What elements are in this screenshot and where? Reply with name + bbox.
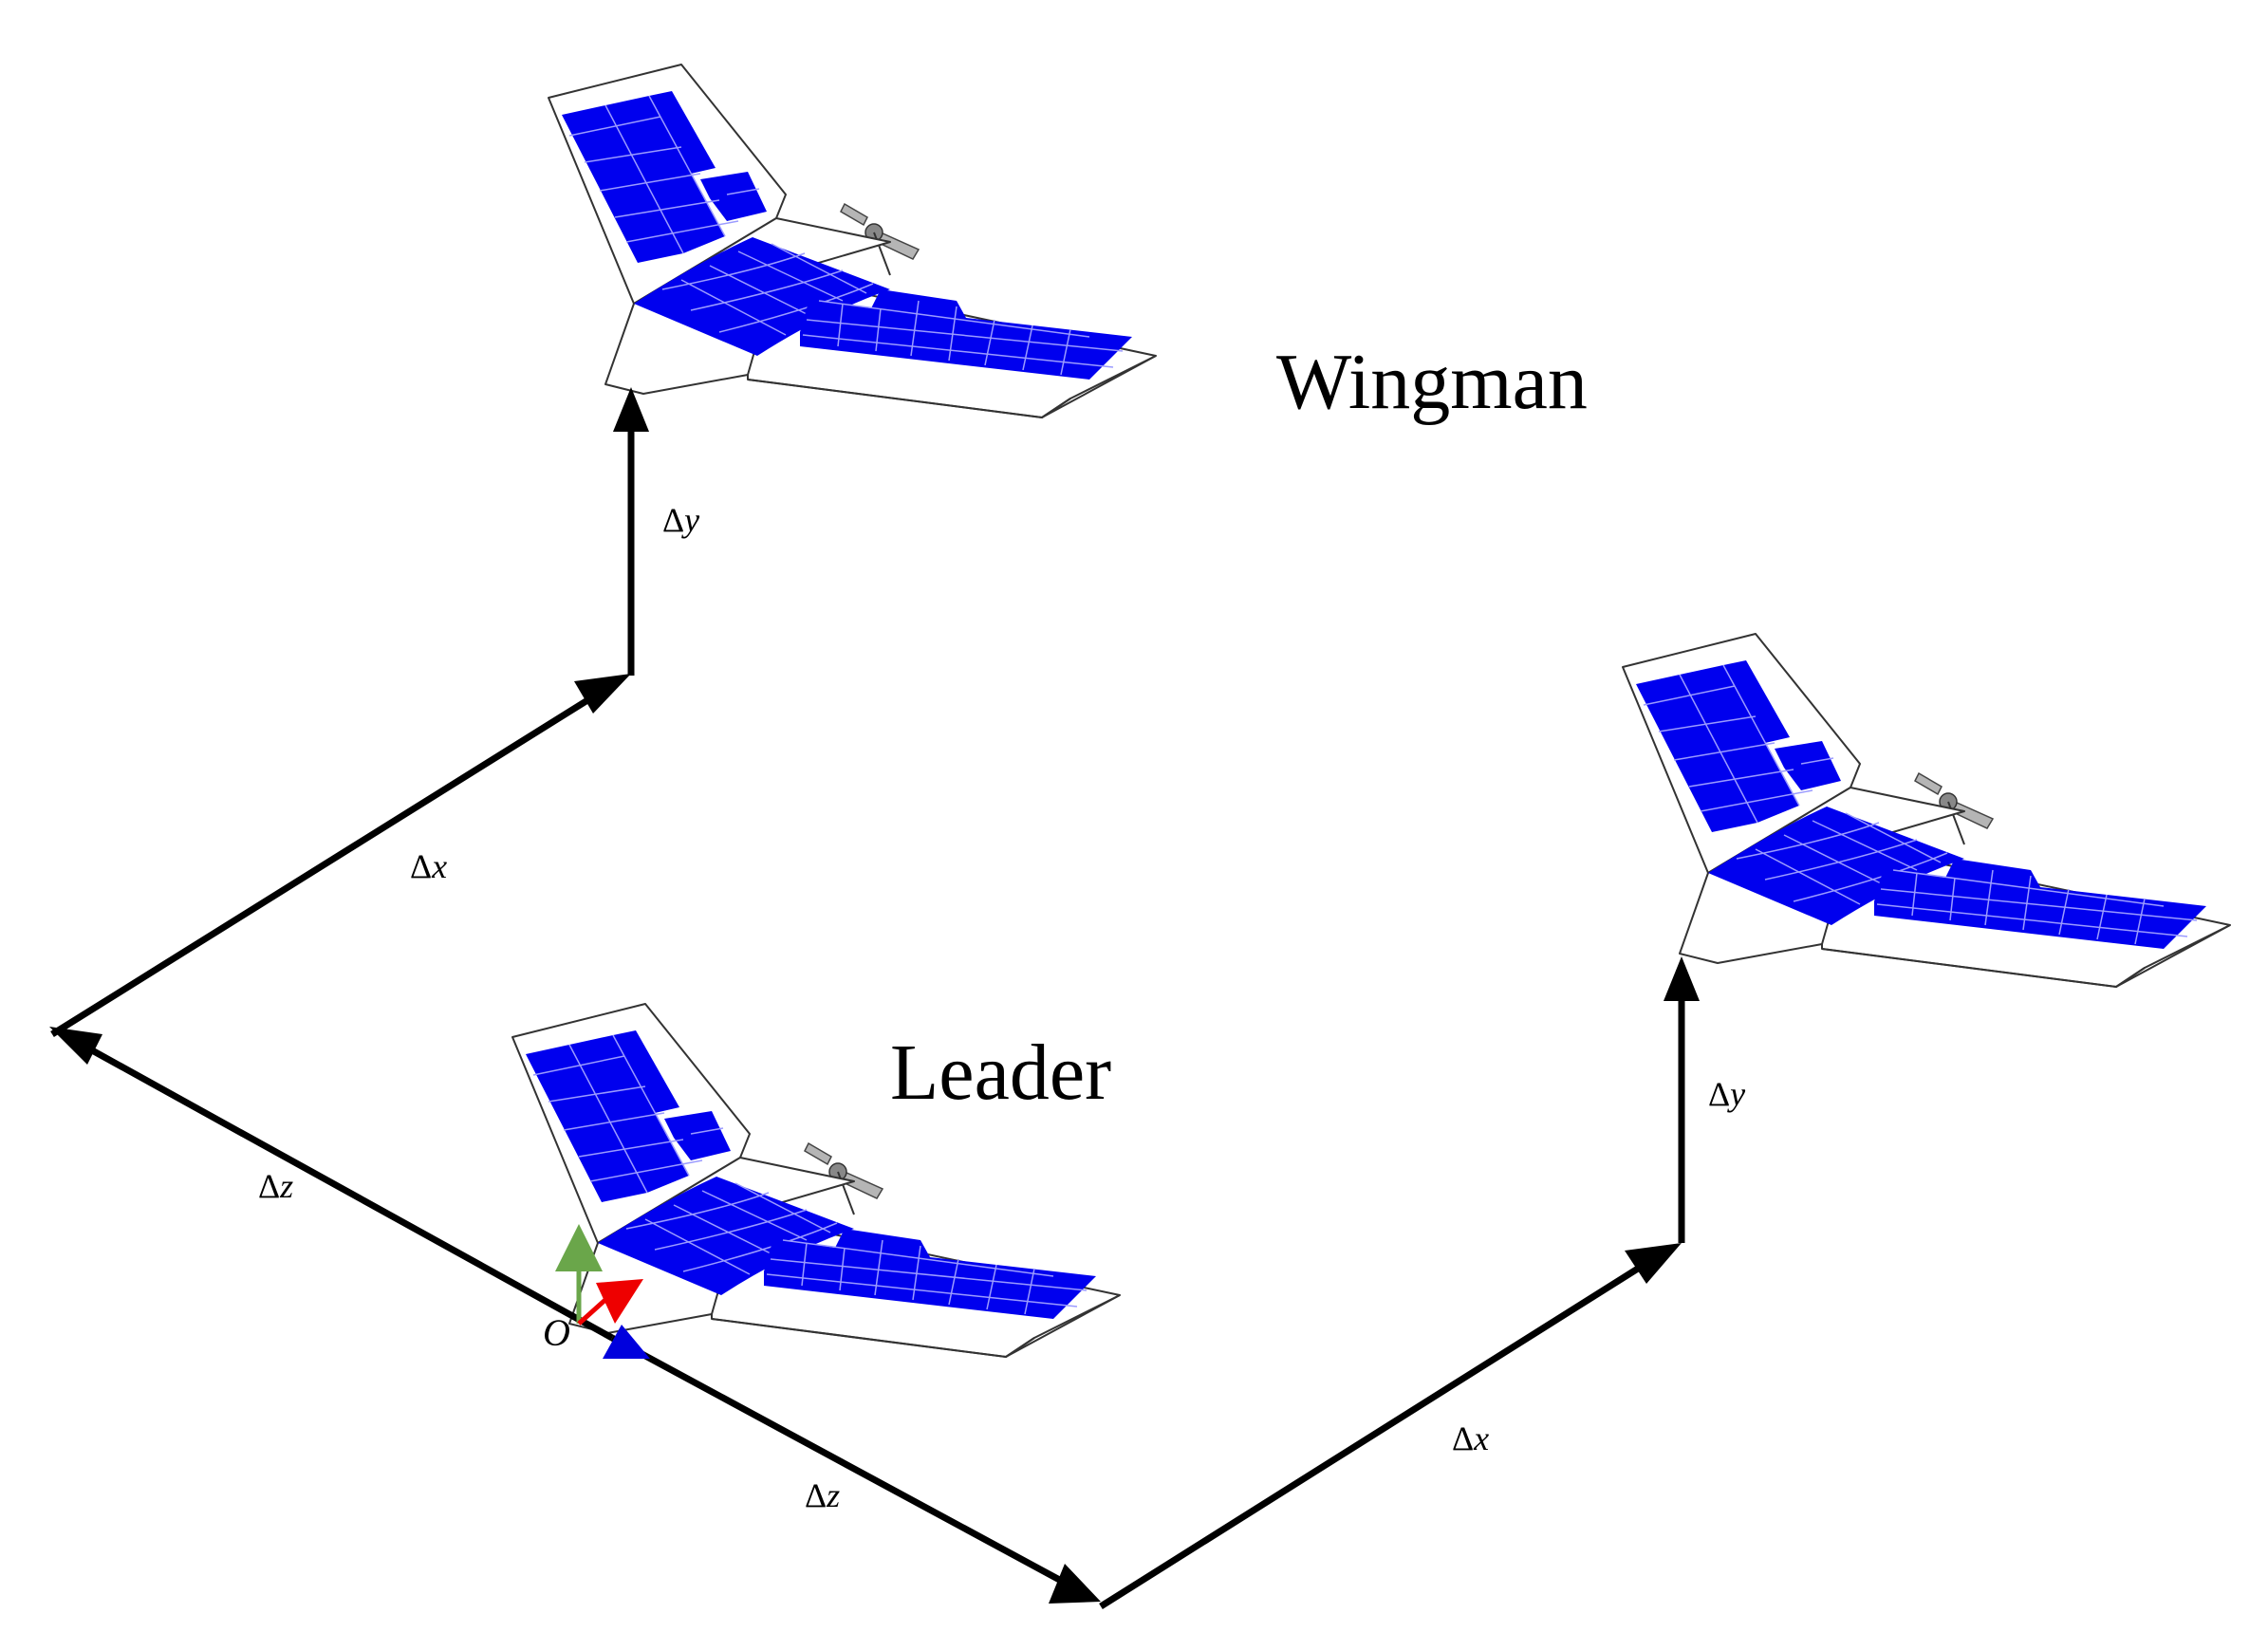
axis-z-arrow-icon xyxy=(603,1325,650,1359)
arrowhead-icon xyxy=(574,674,631,714)
arrowhead-icon xyxy=(613,387,649,432)
leader-label: Leader xyxy=(890,1029,1111,1117)
arrowhead-icon xyxy=(1664,956,1700,1001)
flying-wing-uav-icon xyxy=(1622,633,2231,988)
dz-label-left: Δz xyxy=(258,1167,293,1205)
dz-vector-right xyxy=(610,1334,1079,1593)
formation-uav-right xyxy=(1622,633,2231,988)
origin-label: O xyxy=(543,1311,570,1354)
flying-wing-uav-icon xyxy=(548,64,1157,418)
axis-x xyxy=(577,1296,609,1326)
dz-label-right: Δz xyxy=(805,1476,840,1514)
dz-vector-left xyxy=(65,1032,614,1342)
axis-x-arrow-icon xyxy=(596,1279,643,1324)
dx-label-wingman: Δx xyxy=(410,847,447,885)
arrowhead-icon xyxy=(1049,1564,1101,1604)
vector-path-right xyxy=(610,956,1700,1609)
wingman-uav xyxy=(548,64,1157,418)
vector-path-wingman xyxy=(49,387,649,1342)
wingman-label: Wingman xyxy=(1276,338,1588,426)
dx-label-right: Δx xyxy=(1452,1419,1489,1457)
arrowhead-icon xyxy=(49,1027,102,1065)
dx-vector-left xyxy=(50,685,609,1037)
dy-label-right: Δy xyxy=(1708,1075,1745,1113)
axis-y-arrow-icon xyxy=(555,1224,603,1271)
body-frame-axes-icon xyxy=(555,1224,650,1359)
dx-vector-right xyxy=(1099,1254,1658,1609)
dy-label-wingman: Δy xyxy=(662,501,699,539)
arrowhead-icon xyxy=(1625,1243,1682,1284)
